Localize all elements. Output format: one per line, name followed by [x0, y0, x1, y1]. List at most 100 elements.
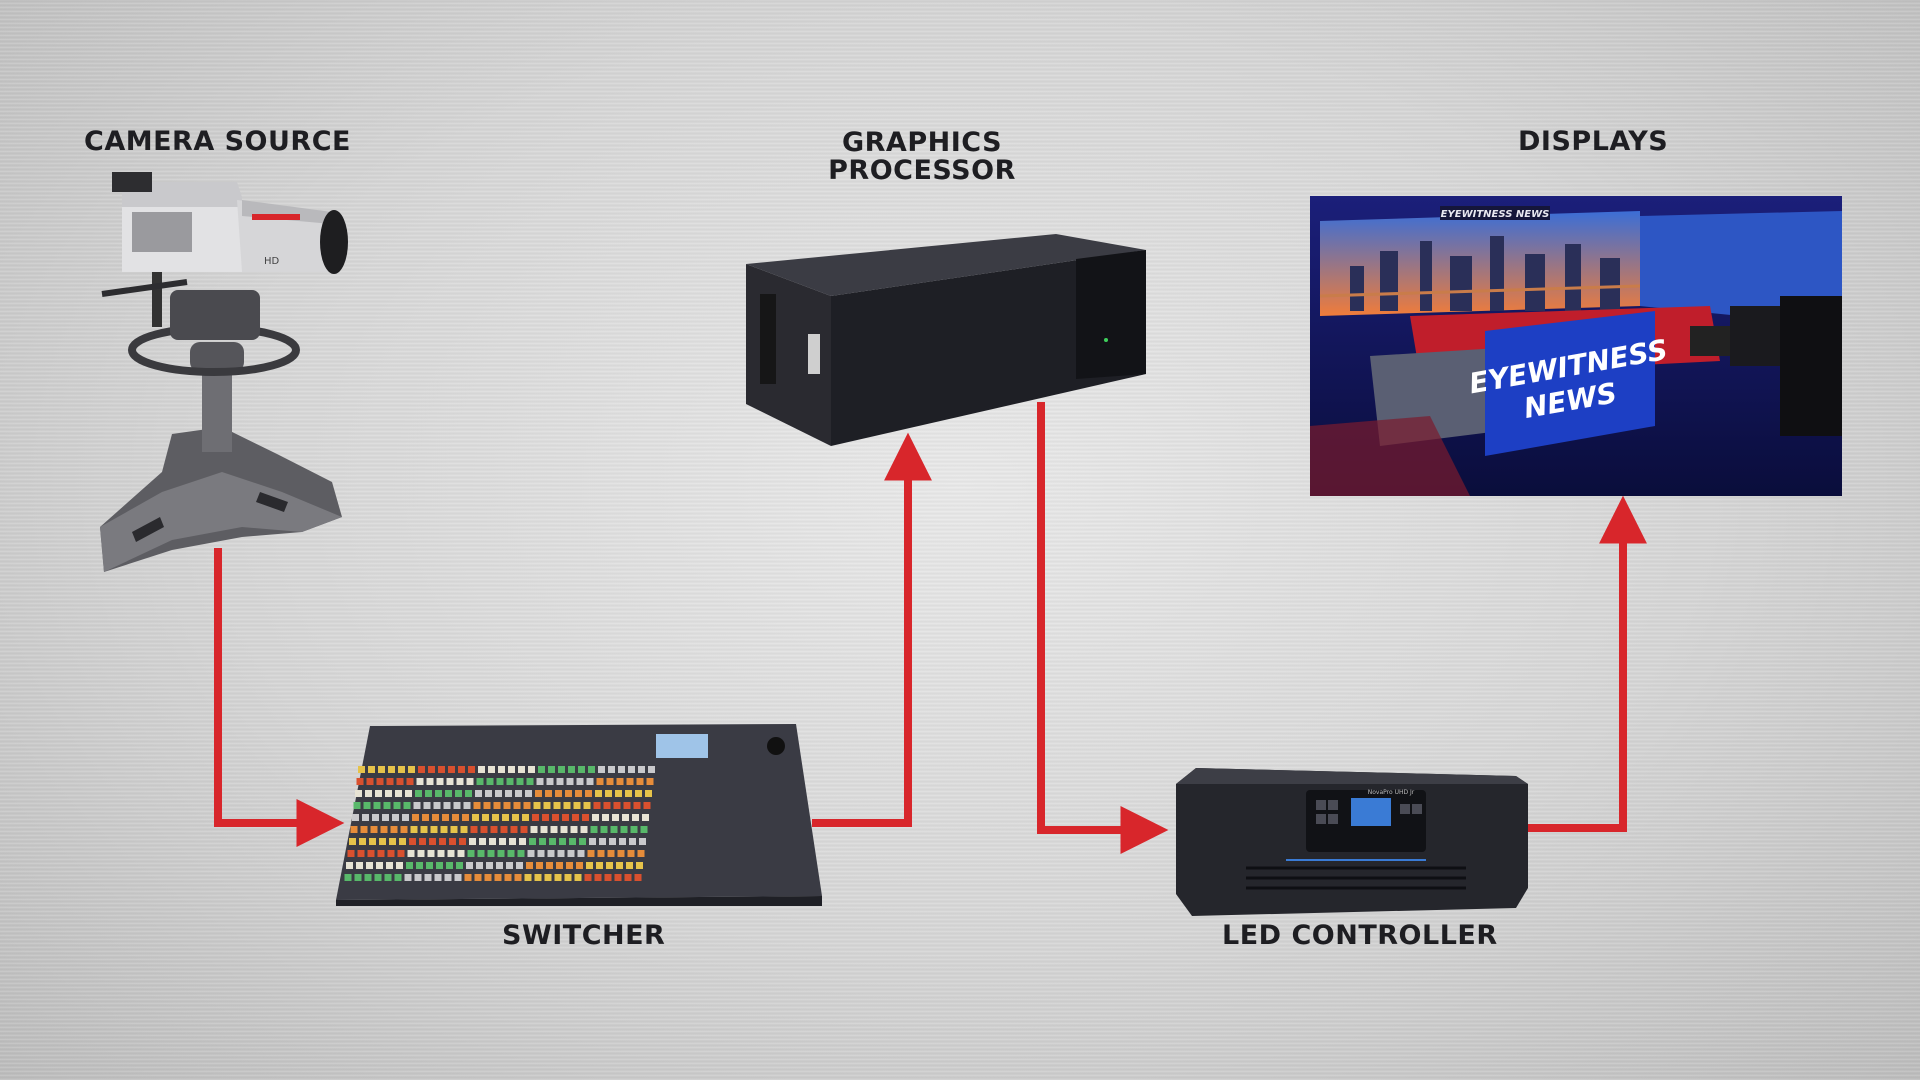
switcher-button: [496, 778, 504, 785]
switcher-button: [593, 802, 601, 809]
svg-text:HD: HD: [264, 256, 280, 267]
switcher-button: [643, 802, 651, 809]
switcher-button: [516, 778, 524, 785]
switcher-button: [520, 826, 528, 833]
switcher-button: [566, 862, 573, 869]
switcher-button: [394, 874, 402, 881]
switcher-button: [366, 862, 373, 869]
arrow-switcher-to-graphics: [812, 432, 932, 827]
switcher-button: [353, 802, 361, 809]
switcher-button: [506, 862, 513, 869]
switcher-button: [403, 802, 411, 809]
switcher-button: [363, 802, 371, 809]
arrow-graphics-to-led: [1037, 402, 1169, 854]
video-switcher-image: [336, 724, 822, 906]
switcher-button: [447, 850, 455, 857]
switcher-button: [398, 766, 405, 773]
switcher-button: [585, 790, 592, 797]
switcher-button: [443, 802, 451, 809]
switcher-button: [509, 838, 516, 845]
switcher-button: [432, 814, 439, 821]
switcher-button: [592, 814, 599, 821]
switcher-label: SWITCHER: [502, 920, 666, 951]
switcher-button: [638, 766, 645, 773]
switcher-button: [480, 826, 488, 833]
switcher-button: [446, 862, 453, 869]
switcher-button: [409, 838, 416, 845]
switcher-button: [512, 814, 519, 821]
switcher-button: [462, 814, 469, 821]
switcher-button: [376, 778, 384, 785]
switcher-button: [640, 826, 648, 833]
switcher-button: [355, 790, 362, 797]
arrow-camera-to-switcher: [214, 548, 345, 847]
switcher-button: [639, 838, 646, 845]
switcher-button: [569, 838, 576, 845]
switcher-button: [379, 838, 386, 845]
switcher-button: [502, 814, 509, 821]
switcher-button: [405, 790, 412, 797]
switcher-button: [454, 874, 462, 881]
switcher-button: [607, 850, 615, 857]
led-controller-label: LED CONTROLLER: [1222, 920, 1498, 951]
switcher-button: [426, 778, 434, 785]
switcher-button: [407, 850, 415, 857]
switcher-button: [513, 802, 521, 809]
switcher-button: [514, 874, 522, 881]
switcher-button: [613, 802, 621, 809]
switcher-button: [424, 874, 432, 881]
switcher-button: [378, 766, 385, 773]
switcher-button: [489, 838, 496, 845]
switcher-button: [636, 862, 643, 869]
switcher-button: [615, 790, 622, 797]
switcher-button: [535, 790, 542, 797]
switcher-button: [556, 862, 563, 869]
switcher-button: [558, 766, 565, 773]
switcher-button: [516, 862, 523, 869]
switcher-button: [557, 850, 565, 857]
switcher-button: [455, 790, 462, 797]
broadcast-camera-image: HD: [100, 172, 348, 572]
switcher-button: [604, 874, 612, 881]
switcher-button: [616, 778, 624, 785]
switcher-button: [549, 838, 556, 845]
switcher-button: [612, 814, 619, 821]
switcher-button: [453, 802, 461, 809]
switcher-button: [614, 874, 622, 881]
switcher-button: [555, 790, 562, 797]
switcher-button: [479, 838, 486, 845]
switcher-button: [347, 850, 355, 857]
switcher-button: [392, 814, 399, 821]
switcher-button: [366, 778, 374, 785]
switcher-button: [359, 838, 366, 845]
switcher-button: [436, 778, 444, 785]
switcher-button: [429, 838, 436, 845]
switcher-button: [389, 838, 396, 845]
switcher-button: [582, 814, 589, 821]
switcher-button: [362, 814, 369, 821]
switcher-button: [600, 826, 608, 833]
switcher-button: [566, 778, 574, 785]
switcher-button: [344, 874, 352, 881]
switcher-button: [586, 862, 593, 869]
switcher-button: [483, 802, 491, 809]
switcher-button: [406, 862, 413, 869]
switcher-button: [504, 874, 512, 881]
switcher-button: [448, 766, 455, 773]
switcher-button: [534, 874, 542, 881]
switcher-button: [436, 862, 443, 869]
switcher-button: [468, 766, 475, 773]
switcher-button: [628, 766, 635, 773]
switcher-button: [416, 862, 423, 869]
switcher-button: [492, 814, 499, 821]
switcher-button: [384, 874, 392, 881]
switcher-button: [434, 874, 442, 881]
switcher-button: [553, 802, 561, 809]
switcher-button: [475, 790, 482, 797]
switcher-button: [564, 874, 572, 881]
switcher-button: [548, 766, 555, 773]
screen-top-banner: EYEWITNESS NEWS: [1441, 209, 1550, 220]
switcher-button: [510, 826, 518, 833]
switcher-button: [356, 862, 363, 869]
switcher-button: [386, 862, 393, 869]
